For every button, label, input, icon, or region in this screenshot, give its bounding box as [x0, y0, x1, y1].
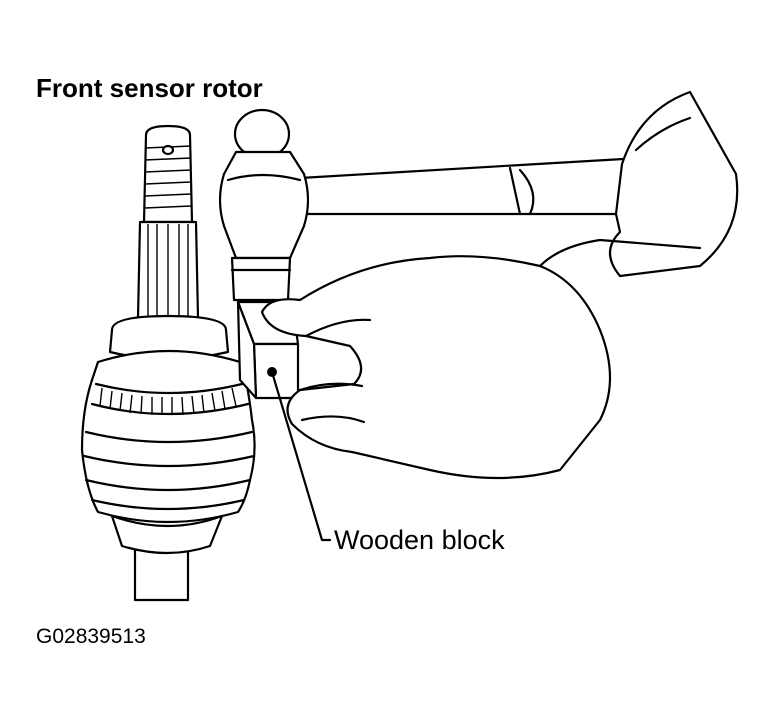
- hammer-illustration: [218, 108, 654, 302]
- boot-bellows: [82, 430, 256, 511]
- sensor-rotor-teeth: [90, 382, 250, 416]
- shaft-splines: [147, 224, 189, 316]
- title-label: Front sensor rotor: [36, 73, 263, 103]
- drive-shaft-illustration: [80, 124, 256, 602]
- figure-code: G02839513: [36, 625, 146, 648]
- hand-upper-illustration: [608, 90, 739, 278]
- hand-lower-illustration: [260, 238, 702, 480]
- callout-leader-line: [270, 370, 332, 542]
- shaft-threads: [144, 145, 192, 209]
- callout-label: Wooden block: [334, 525, 505, 555]
